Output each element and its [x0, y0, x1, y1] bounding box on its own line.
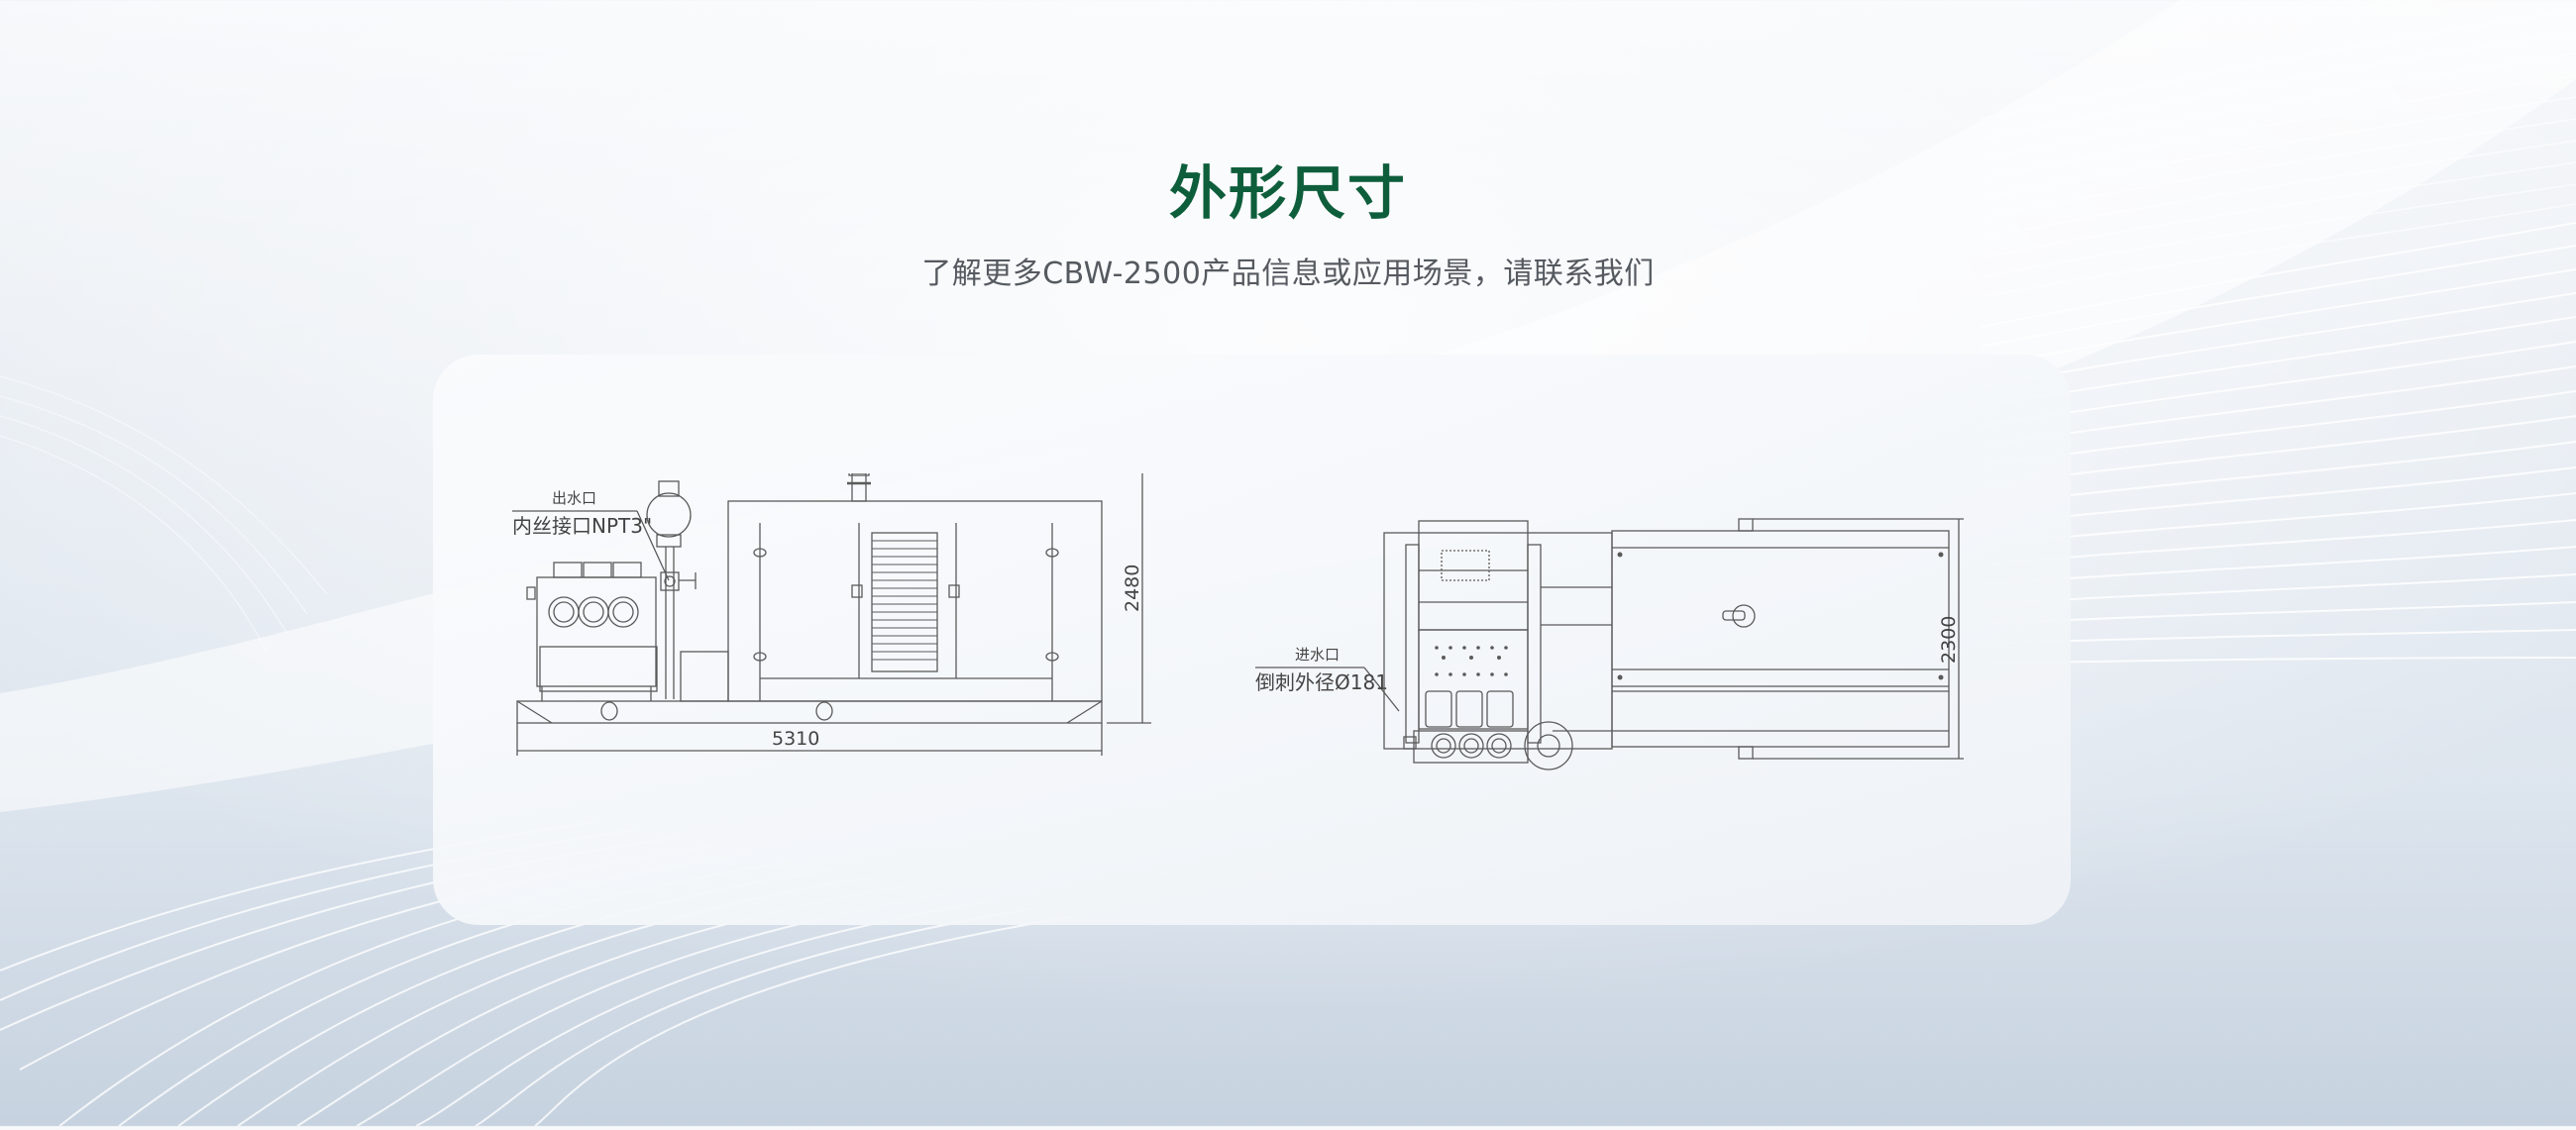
inlet-label-bottom: 倒刺外径Ø181: [1255, 670, 1388, 694]
outlet-label-top: 出水口: [552, 489, 596, 507]
page-subtitle: 了解更多CBW-2500产品信息或应用场景，请联系我们: [921, 257, 1655, 291]
height-dimension: 2480: [1122, 565, 1143, 612]
length-dimension: 5310: [772, 728, 819, 750]
inlet-label-top: 进水口: [1295, 646, 1340, 664]
dimensions-card: 出水口 内丝接口NPT3": [433, 355, 2071, 925]
page-title-text: 外形尺寸: [1168, 159, 1407, 227]
front-view-drawing: 进水口 倒刺外径Ø181: [1255, 493, 1969, 800]
side-view-drawing: 出水口 内丝接口NPT3": [512, 473, 1186, 790]
front-height-dimension: 2300: [1938, 616, 1960, 664]
outlet-label-bottom: 内丝接口NPT3": [512, 514, 652, 538]
page-title: 外形尺寸: [0, 147, 2576, 230]
